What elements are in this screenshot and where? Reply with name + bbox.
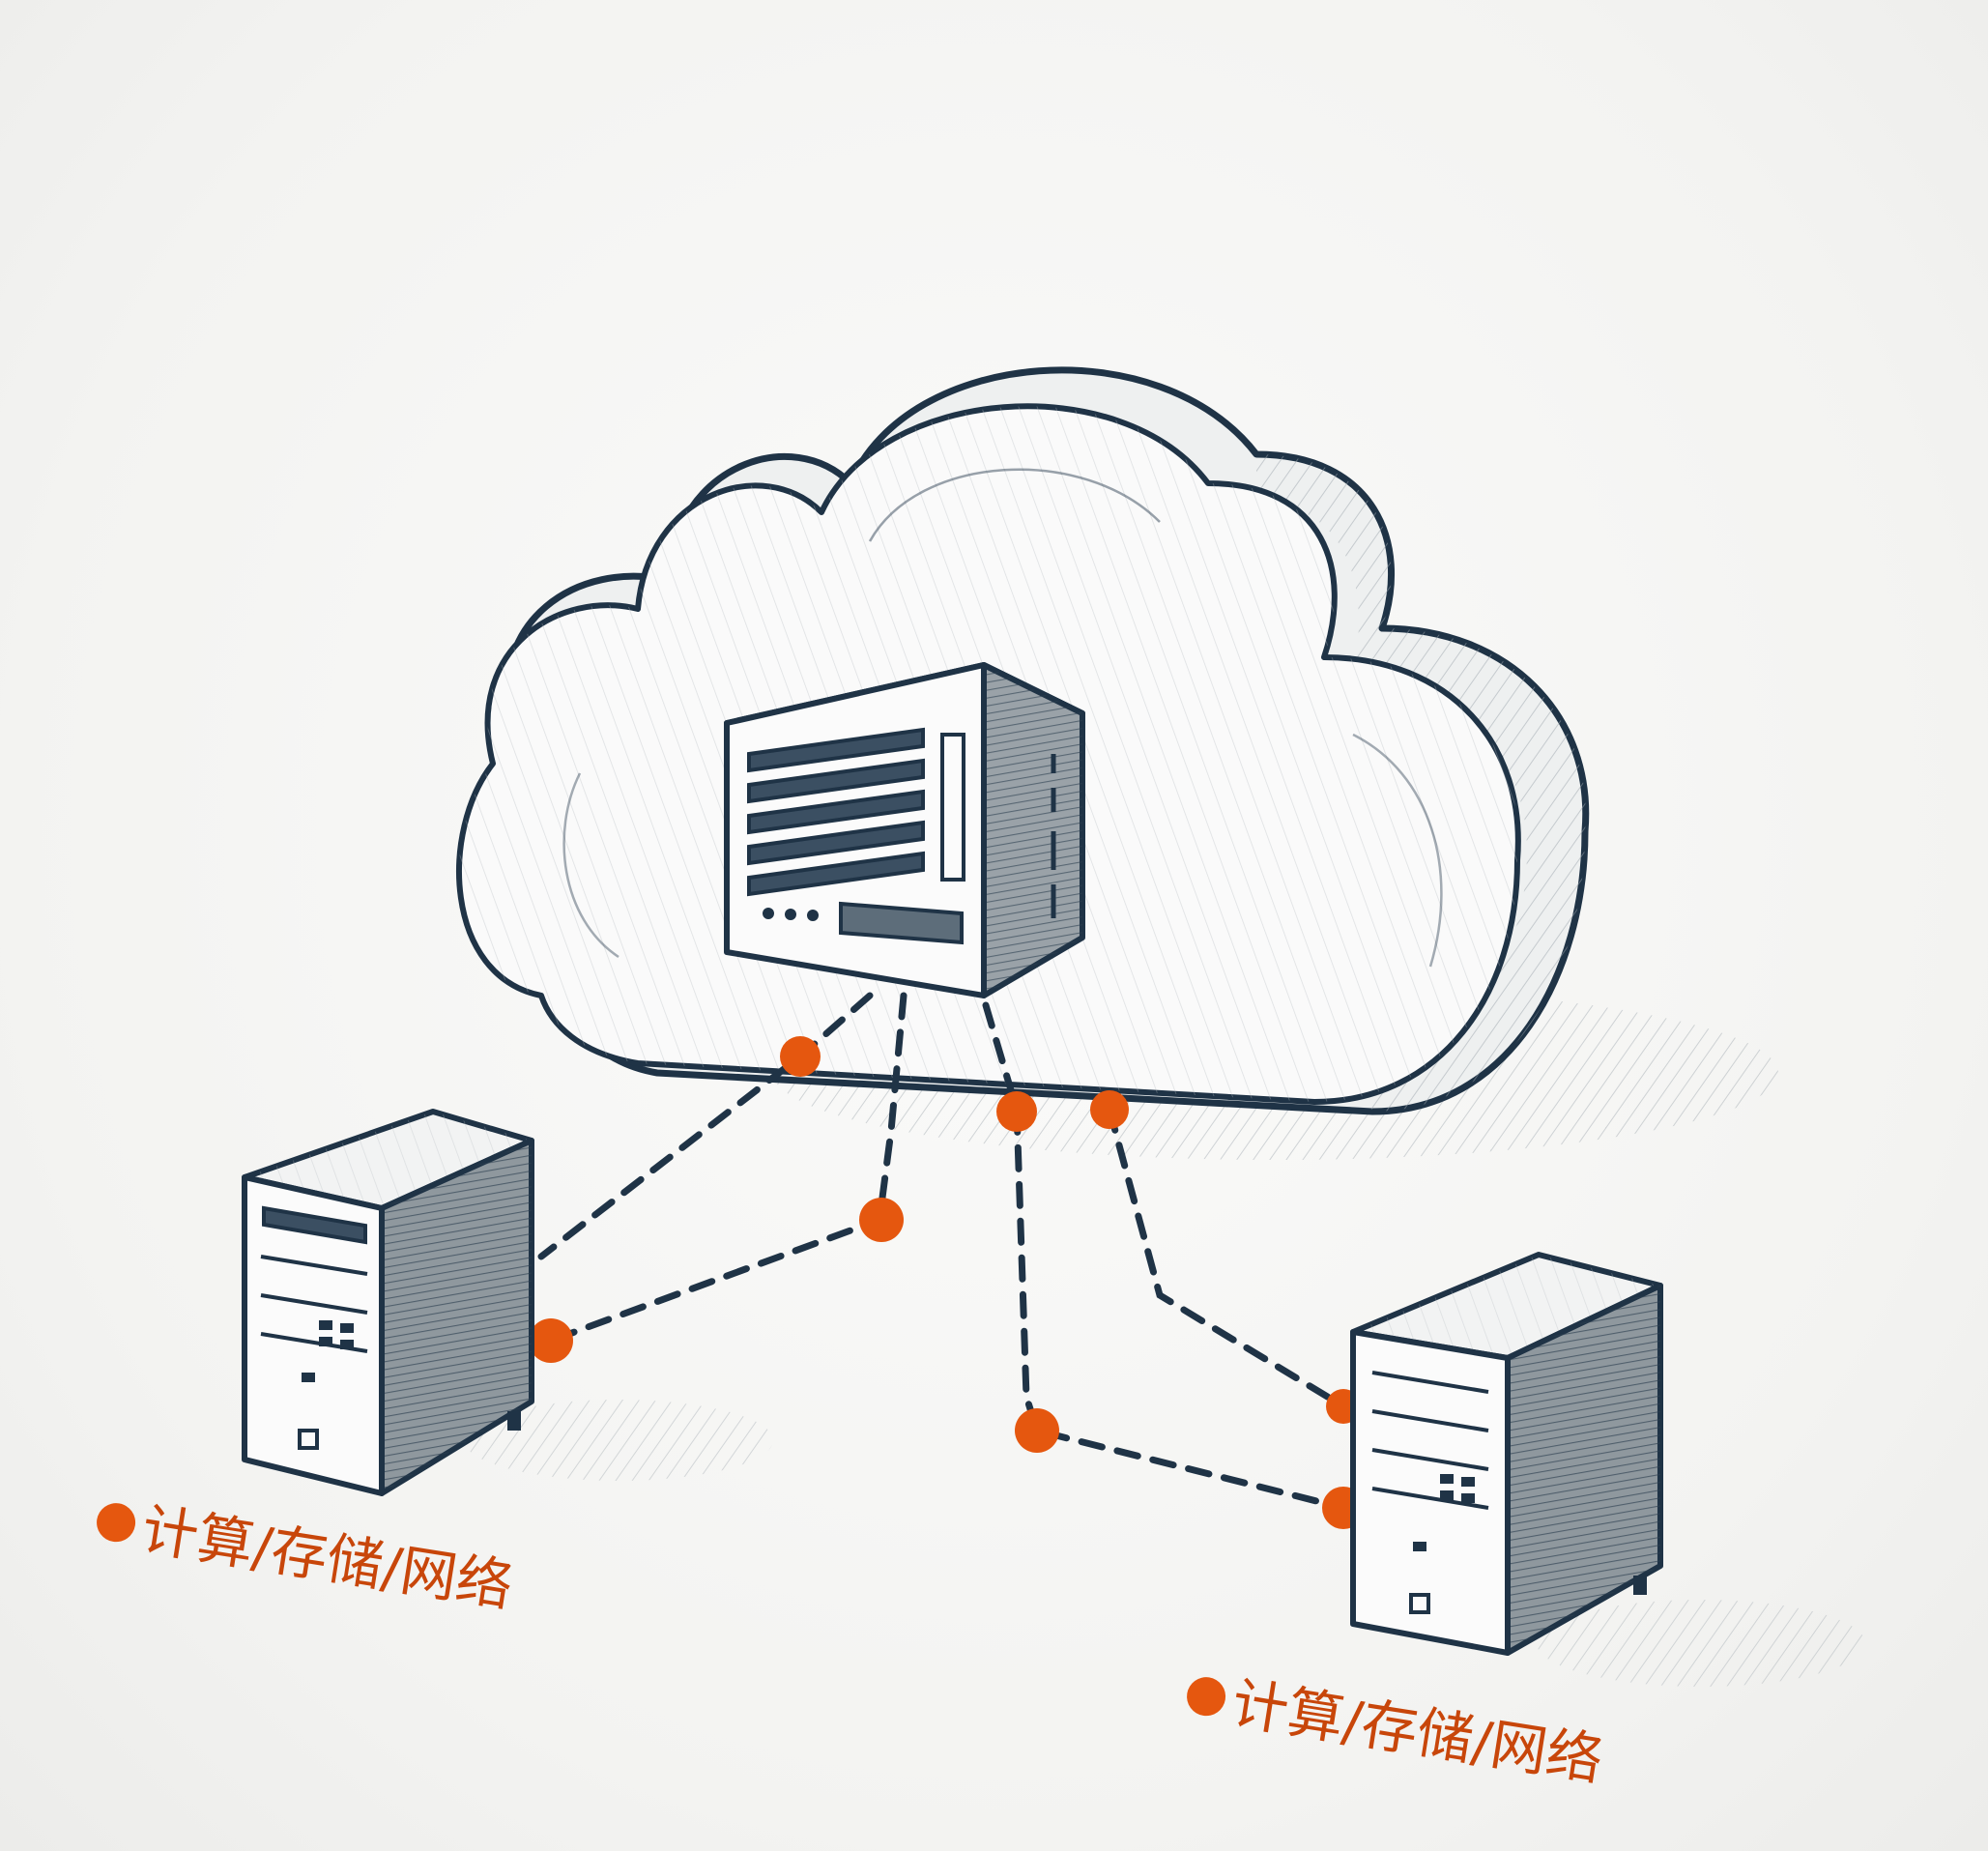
- label-bullet-icon: [1184, 1674, 1228, 1719]
- label-bullet-icon: [94, 1500, 138, 1545]
- left-server-icon: [242, 1109, 534, 1496]
- cloud-server-icon: [724, 662, 1085, 998]
- right-server-icon: [1350, 1252, 1663, 1656]
